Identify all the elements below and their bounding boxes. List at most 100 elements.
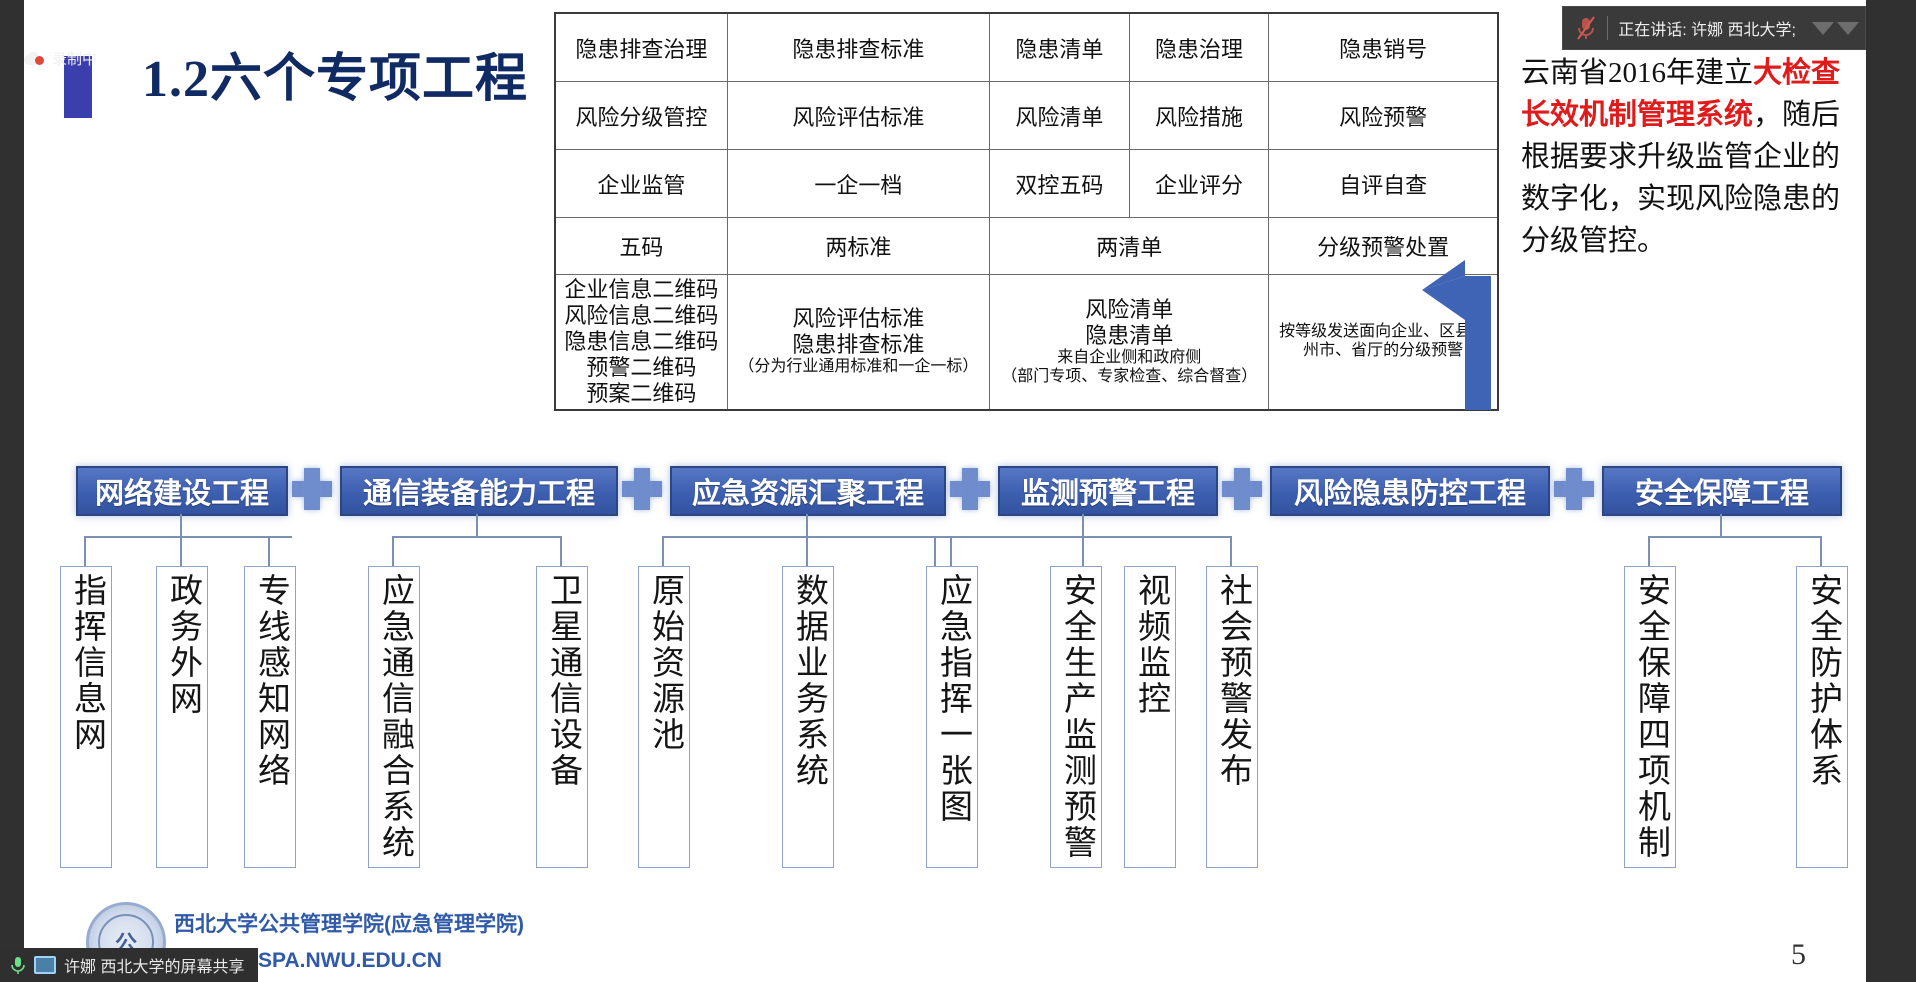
- matrix-cell: 一企一档: [726, 149, 991, 218]
- leaf-box[interactable]: 视频监控: [1124, 566, 1176, 868]
- engineering-header-label: 通信装备能力工程: [362, 478, 595, 510]
- matrix-cell: 风险分级管控: [554, 81, 728, 150]
- connector: [950, 536, 952, 566]
- matrix-cell: 风险清单: [989, 81, 1130, 150]
- leaf-box[interactable]: 安全生产监测预警: [1050, 566, 1102, 868]
- matrix-cell-detail: 风险评估标准隐患排查标准（分为行业通用标准和一企一标）: [726, 273, 991, 411]
- recording-label: 录制中: [52, 51, 98, 68]
- leaf-box[interactable]: 社会预警发布: [1206, 566, 1258, 868]
- screen-share-label: 许娜 西北大学的屏幕共享: [64, 959, 245, 976]
- leaf-label: 政务外网: [164, 573, 201, 717]
- connector: [806, 536, 808, 566]
- leaf-box[interactable]: 数据业务系统: [782, 566, 834, 868]
- plus-icon-2: [950, 468, 990, 510]
- note-segment-3: ，随后根据要求升级监管企业的数字化，实现风险隐患的分级管控。: [1521, 99, 1841, 258]
- footer-line-1: 西北大学公共管理学院(应急管理学院): [174, 913, 524, 936]
- connector: [1230, 536, 1232, 566]
- connector: [662, 536, 664, 566]
- engineering-header-4[interactable]: 风险隐患防控工程: [1270, 466, 1550, 516]
- leaf-label: 数据业务系统: [790, 573, 827, 789]
- matrix-cell: 分级预警处置: [1268, 217, 1499, 275]
- connector: [268, 536, 270, 566]
- mic-icon[interactable]: [10, 955, 26, 975]
- plus-icon-3: [1222, 468, 1262, 510]
- leaf-label: 安全保障四项机制: [1632, 573, 1669, 861]
- connector: [1648, 536, 1820, 538]
- leaf-box[interactable]: 专线感知网络: [244, 566, 296, 868]
- connector: [180, 536, 182, 566]
- engineering-header-label: 风险隐患防控工程: [1293, 478, 1526, 510]
- note-highlight: 大检查长效机制管理系统: [1521, 57, 1841, 132]
- matrix-cell: 隐患治理: [1128, 12, 1270, 82]
- cloud-record-icon: [24, 52, 46, 65]
- leaf-box[interactable]: 安全保障四项机制: [1624, 566, 1676, 868]
- active-speaker-bar[interactable]: 正在讲话: 许娜 西北大学;: [1562, 6, 1866, 50]
- connector: [1820, 536, 1822, 566]
- leaf-box[interactable]: 指挥信息网: [60, 566, 112, 868]
- page-number: 5: [1791, 938, 1806, 971]
- active-speaker-label: 正在讲话: 许娜 西北大学;: [1618, 22, 1796, 39]
- connector: [392, 536, 394, 566]
- matrix-cell: 企业监管: [554, 149, 728, 218]
- matrix-cell: 风险措施: [1128, 81, 1270, 150]
- connector: [1648, 536, 1650, 566]
- presentation-slide: 1.2六个专项工程 隐患排查治理 隐患排查标准 隐患清单 隐患治理 隐患销号 风…: [24, 0, 1866, 982]
- leaf-label: 社会预警发布: [1214, 573, 1251, 789]
- leaf-label: 应急通信融合系统: [376, 573, 413, 861]
- connector: [180, 514, 182, 536]
- connector: [806, 514, 808, 536]
- matrix-cell-detail: 企业信息二维码风险信息二维码隐患信息二维码预警二维码预案二维码: [554, 273, 728, 411]
- letterbox-right: [1866, 0, 1916, 982]
- mic-muted-icon[interactable]: [1575, 15, 1597, 41]
- connector: [560, 536, 562, 566]
- engineering-header-label: 应急资源汇聚工程: [691, 478, 924, 510]
- chevron-collapse-icon[interactable]: [1812, 21, 1859, 35]
- leaf-box[interactable]: 政务外网: [156, 566, 208, 868]
- leaf-label: 专线感知网络: [252, 573, 289, 789]
- connector: [1082, 514, 1084, 536]
- matrix-cell: 隐患排查治理: [554, 12, 728, 82]
- matrix-cell: 两清单: [989, 217, 1270, 275]
- connector: [392, 536, 560, 538]
- engineering-header-3[interactable]: 监测预警工程: [998, 466, 1218, 516]
- note-segment-1: 云南省2016年建立: [1521, 57, 1754, 89]
- right-annotation-text: 云南省2016年建立大检查长效机制管理系统，随后根据要求升级监管企业的数字化，实…: [1521, 52, 1851, 262]
- connector: [84, 536, 292, 538]
- matrix-cell: 两标准: [726, 217, 991, 275]
- engineering-header-5[interactable]: 安全保障工程: [1602, 466, 1842, 516]
- leaf-label: 安全生产监测预警: [1058, 573, 1095, 861]
- leaf-box[interactable]: 应急通信融合系统: [368, 566, 420, 868]
- leaf-box[interactable]: 安全防护体系: [1796, 566, 1848, 868]
- connector: [476, 514, 478, 536]
- plus-icon-0: [292, 468, 332, 510]
- matrix-cell: 隐患清单: [989, 12, 1130, 82]
- engineering-header-label: 网络建设工程: [94, 478, 269, 510]
- page-title: 1.2六个专项工程: [142, 51, 529, 108]
- engineering-header-2[interactable]: 应急资源汇聚工程: [670, 466, 946, 516]
- engineering-header-label: 监测预警工程: [1020, 478, 1195, 510]
- engineering-header-label: 安全保障工程: [1634, 478, 1809, 510]
- leaf-label: 指挥信息网: [68, 573, 105, 753]
- recording-indicator: 录制中: [24, 48, 97, 69]
- engineering-header-0[interactable]: 网络建设工程: [76, 466, 288, 516]
- matrix-cell: 隐患销号: [1268, 12, 1499, 82]
- leaf-box[interactable]: 卫星通信设备: [536, 566, 588, 868]
- matrix-cell: 自评自查: [1268, 149, 1499, 218]
- leaf-label: 安全防护体系: [1804, 573, 1841, 789]
- matrix-cell-lines: 按等级发送面向企业、区县、州市、省厅的分级预警: [1279, 323, 1488, 359]
- screen-share-status-bar: 许娜 西北大学的屏幕共享: [0, 948, 259, 982]
- title-accent-bar: [64, 56, 92, 118]
- leaf-box[interactable]: 原始资源池: [638, 566, 690, 868]
- connector: [934, 536, 936, 566]
- matrix-cell: 企业评分: [1128, 149, 1270, 218]
- engineering-header-1[interactable]: 通信装备能力工程: [340, 466, 618, 516]
- matrix-cell-lines: 风险评估标准隐患排查标准（分为行业通用标准和一企一标）: [738, 306, 979, 376]
- leaf-label: 原始资源池: [646, 573, 683, 753]
- screen-share-icon[interactable]: [34, 956, 56, 974]
- plus-icon-1: [622, 468, 662, 510]
- matrix-cell: 风险评估标准: [726, 81, 991, 150]
- divider: [1607, 16, 1609, 40]
- leaf-box[interactable]: 应急指挥一张图: [926, 566, 978, 868]
- plus-icon-4: [1554, 468, 1594, 510]
